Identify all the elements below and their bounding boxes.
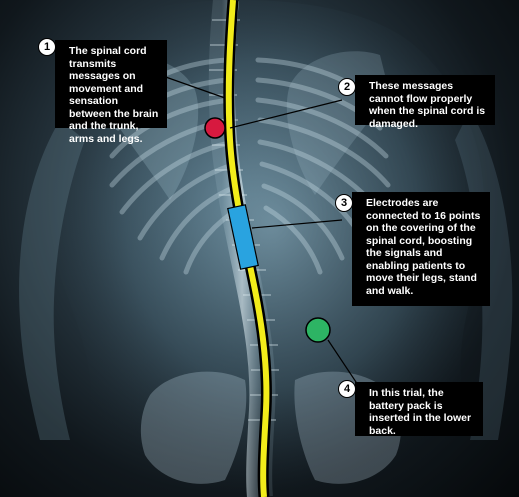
callout-4-number-badge: 4 [338, 380, 356, 398]
callout-3: Electrodes are connected to 16 points on… [352, 192, 490, 306]
callout-3-text: Electrodes are connected to 16 points on… [366, 197, 481, 297]
callout-3-number-badge: 3 [335, 194, 353, 212]
callout-4: In this trial, the battery pack is inser… [355, 382, 483, 437]
electrode-paddle [227, 204, 259, 270]
callout-1-text: The spinal cord transmits messages on mo… [69, 45, 159, 145]
callout-2-number-badge: 2 [338, 78, 356, 96]
battery-pack [305, 317, 331, 343]
spinal-cord [225, 0, 270, 497]
callout-2: These messages cannot flow properly when… [355, 75, 495, 130]
left-arm [19, 120, 85, 440]
callout-2-text: These messages cannot flow properly when… [369, 80, 486, 130]
callout-4-text: In this trial, the battery pack is inser… [369, 387, 472, 437]
callout-1: The spinal cord transmits messages on mo… [55, 40, 167, 145]
callout-1-number-badge: 1 [38, 38, 56, 56]
damage-marker [204, 117, 226, 139]
